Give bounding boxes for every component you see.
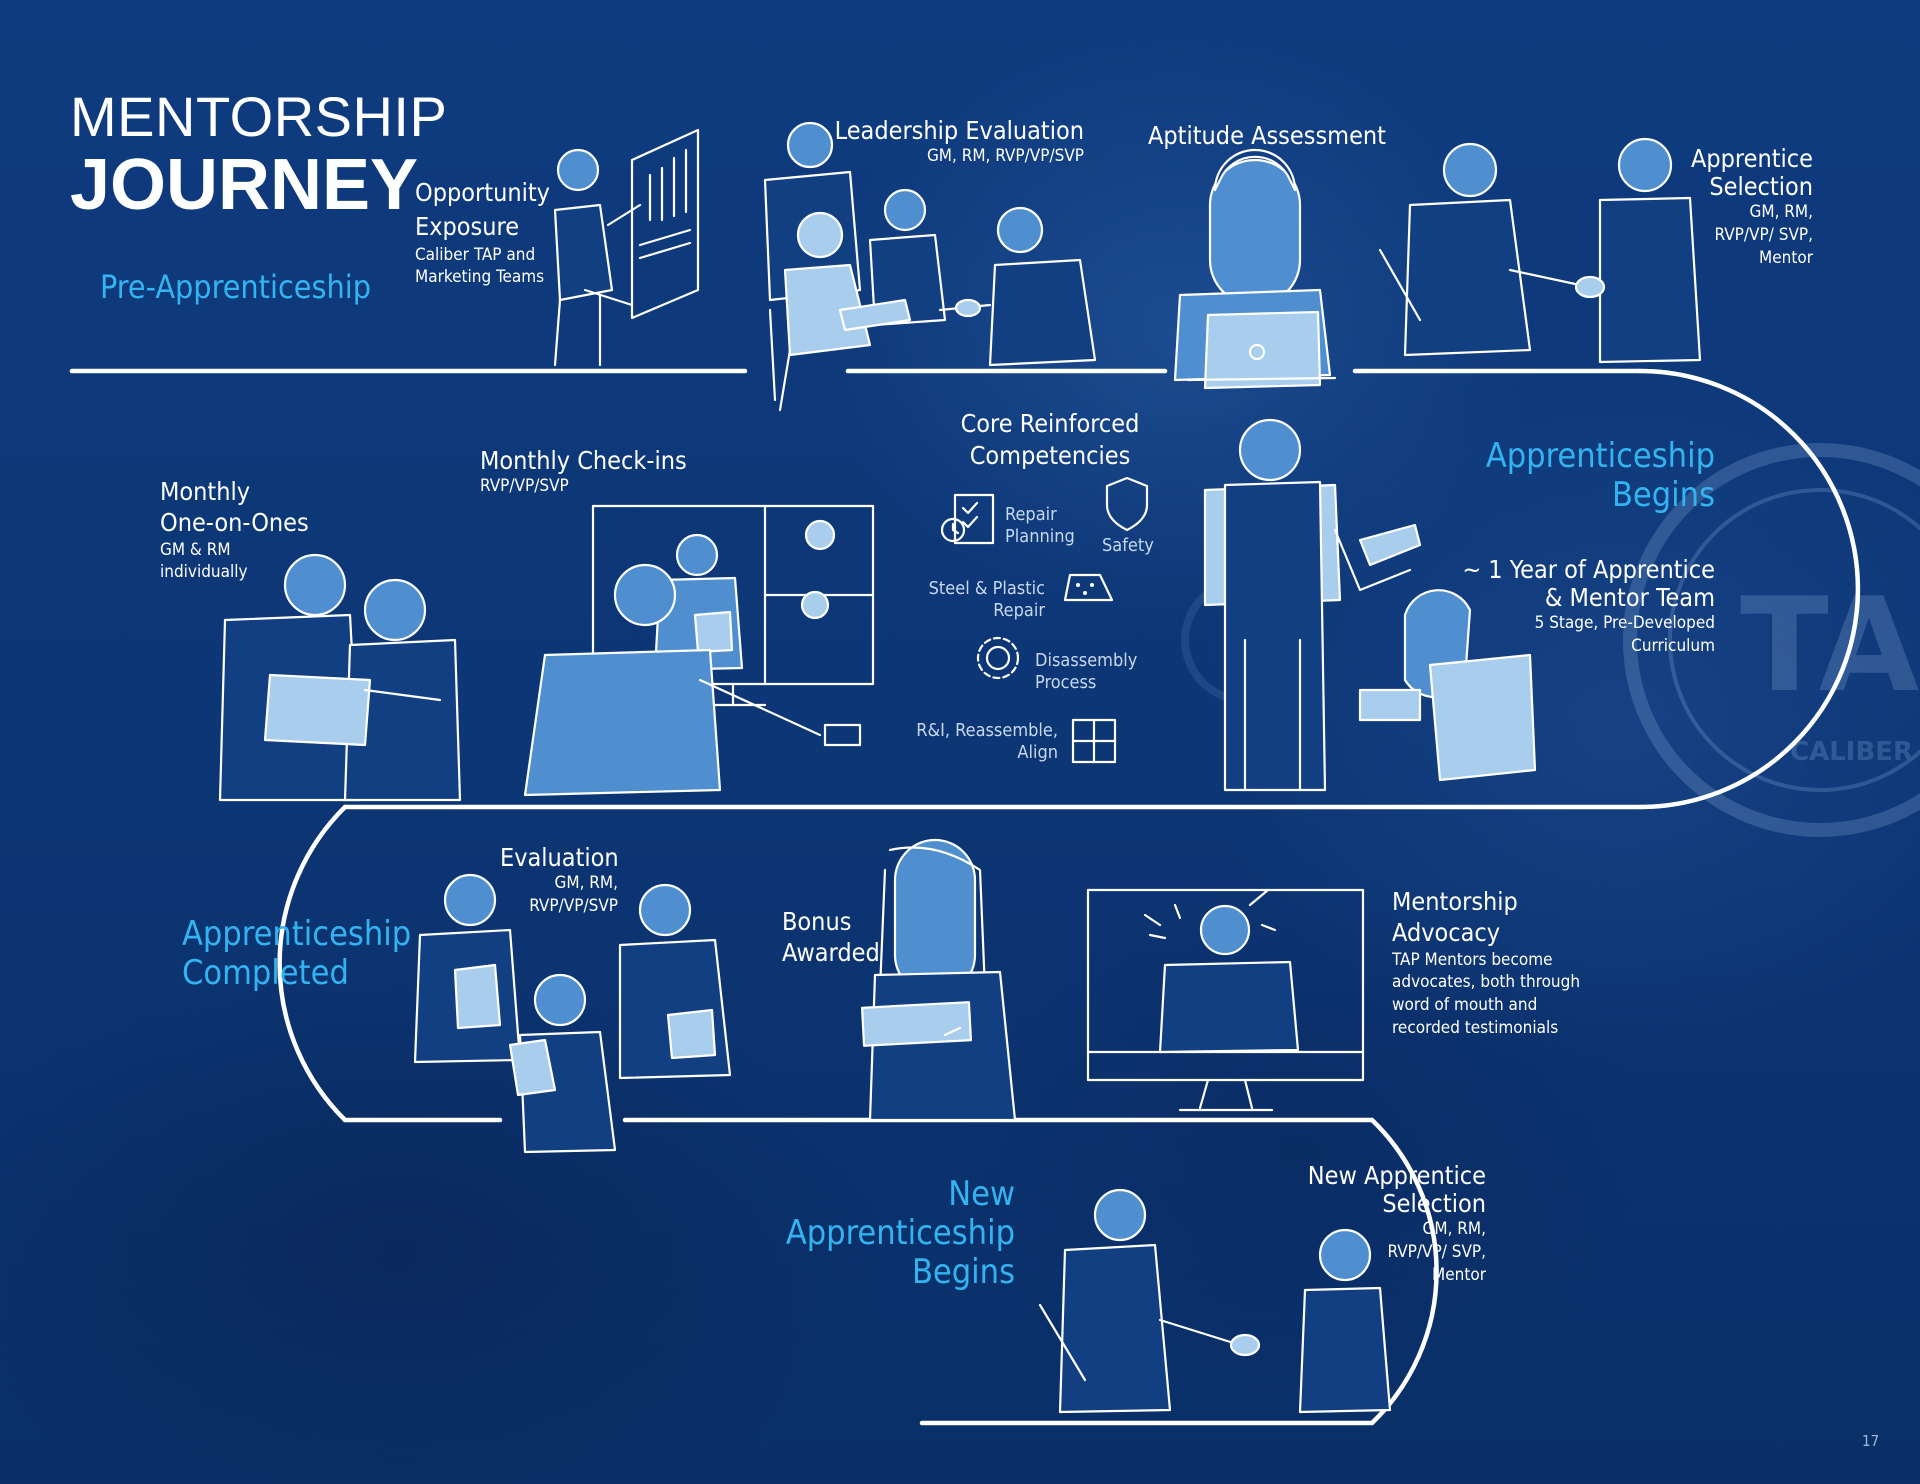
mentorship-advocacy: Mentorship Advocacy TAP Mentors become a… bbox=[1392, 886, 1580, 1040]
evaluation-sub: GM, RM, RVP/VP/SVP bbox=[529, 873, 618, 916]
bonus-check-illustration bbox=[860, 838, 1017, 1122]
monthly-checkins-sub: RVP/VP/SVP bbox=[480, 476, 569, 496]
aptitude-assessment: Aptitude Assessment bbox=[1148, 122, 1386, 150]
competency-safety: Safety bbox=[1102, 535, 1154, 556]
one-year-title: ~ 1 Year of Apprentice & Mentor Team bbox=[1462, 555, 1715, 612]
tap-watermark-seal: TAP CALIBER bbox=[1623, 443, 1920, 837]
mentorship-advocacy-sub: TAP Mentors become advocates, both throu… bbox=[1392, 949, 1581, 1039]
one-year-team: ~ 1 Year of Apprentice & Mentor Team 5 S… bbox=[1440, 556, 1715, 658]
competency-repair-planning: Repair Planning bbox=[1005, 504, 1075, 547]
page-number: 17 bbox=[1862, 1432, 1880, 1450]
mentor-apprentice-illustration bbox=[1203, 418, 1537, 792]
evaluation-title: Evaluation bbox=[500, 843, 619, 872]
video-call-monitor-illustration bbox=[523, 504, 875, 797]
gear-wrench-icon bbox=[976, 636, 1020, 680]
competency-disassembly: Disassembly Process bbox=[1035, 650, 1138, 693]
competency-ri-reassemble: R&I, Reassemble, Align bbox=[916, 720, 1058, 763]
new-apprentice-selection: New Apprentice Selection GM, RM, RVP/VP/… bbox=[1300, 1162, 1486, 1287]
presenter-illustration bbox=[553, 128, 700, 367]
new-selection-title: New Apprentice Selection bbox=[1307, 1161, 1486, 1218]
one-on-one-illustration bbox=[218, 553, 462, 802]
competency-icons bbox=[940, 476, 1149, 764]
clipboard-clock-icon bbox=[940, 493, 995, 545]
evaluation-group-illustration bbox=[413, 873, 732, 1154]
apprenticeship-begins-label: Apprenticeship Begins bbox=[1485, 436, 1715, 516]
advocacy-monitor-illustration bbox=[1086, 888, 1365, 1112]
page-title-line1: MENTORSHIP bbox=[70, 85, 448, 148]
new-selection-sub: GM, RM, RVP/VP/ SVP, Mentor bbox=[1387, 1219, 1486, 1285]
aptitude-assessment-title: Aptitude Assessment bbox=[1148, 121, 1386, 150]
competency-steel-plastic: Steel & Plastic Repair bbox=[928, 578, 1045, 621]
apprentice-selection: Apprentice Selection GM, RM, RVP/VP/ SVP… bbox=[1630, 145, 1813, 270]
leadership-evaluation-title: Leadership Evaluation bbox=[834, 116, 1084, 145]
opportunity-exposure-title: Opportunity Exposure bbox=[415, 178, 550, 241]
monthly-checkins-title: Monthly Check-ins bbox=[480, 446, 687, 475]
leadership-evaluation: Leadership Evaluation GM, RM, RVP/VP/SVP bbox=[830, 117, 1084, 168]
puzzle-icon bbox=[1071, 718, 1117, 764]
one-on-ones-title: Monthly One-on-Ones bbox=[160, 477, 309, 538]
monthly-checkins: Monthly Check-ins RVP/VP/SVP bbox=[480, 447, 687, 498]
apprentice-selection-title: Apprentice Selection bbox=[1690, 144, 1813, 201]
monthly-one-on-ones: Monthly One-on-Ones GM & RM individually bbox=[160, 476, 309, 584]
bonus-awarded: Bonus Awarded bbox=[782, 907, 880, 968]
one-on-ones-sub: GM & RM individually bbox=[160, 539, 248, 583]
one-year-sub: 5 Stage, Pre-Developed Curriculum bbox=[1534, 613, 1715, 656]
leadership-evaluation-sub: GM, RM, RVP/VP/SVP bbox=[926, 146, 1084, 166]
page-title-line2: JOURNEY bbox=[70, 145, 419, 225]
opportunity-exposure-sub: Caliber TAP and Marketing Teams bbox=[415, 244, 545, 288]
panel-icon bbox=[1063, 573, 1114, 602]
new-apprenticeship-begins-label: New Apprenticeship Begins bbox=[785, 1174, 1015, 1293]
apprenticeship-completed-label: Apprenticeship Completed bbox=[182, 914, 412, 994]
watermark-sub: CALIBER bbox=[1790, 737, 1913, 767]
leadership-meeting-illustration bbox=[763, 121, 1097, 412]
assessment-illustration bbox=[1173, 148, 1337, 390]
mentorship-advocacy-title: Mentorship Advocacy bbox=[1392, 887, 1518, 948]
pre-apprenticeship-label: Pre-Apprenticeship bbox=[100, 268, 372, 306]
journey-path bbox=[69, 368, 1861, 1426]
new-selection-handshake-illustration bbox=[1038, 1188, 1392, 1414]
opportunity-exposure: Opportunity Exposure Caliber TAP and Mar… bbox=[415, 176, 550, 289]
shield-icon bbox=[1105, 476, 1149, 532]
evaluation: Evaluation GM, RM, RVP/VP/SVP bbox=[500, 843, 619, 918]
selection-handshake-illustration bbox=[1378, 137, 1702, 364]
core-competencies-title: Core Reinforced Competencies bbox=[960, 409, 1140, 470]
apprentice-selection-sub: GM, RM, RVP/VP/ SVP, Mentor bbox=[1714, 202, 1813, 268]
